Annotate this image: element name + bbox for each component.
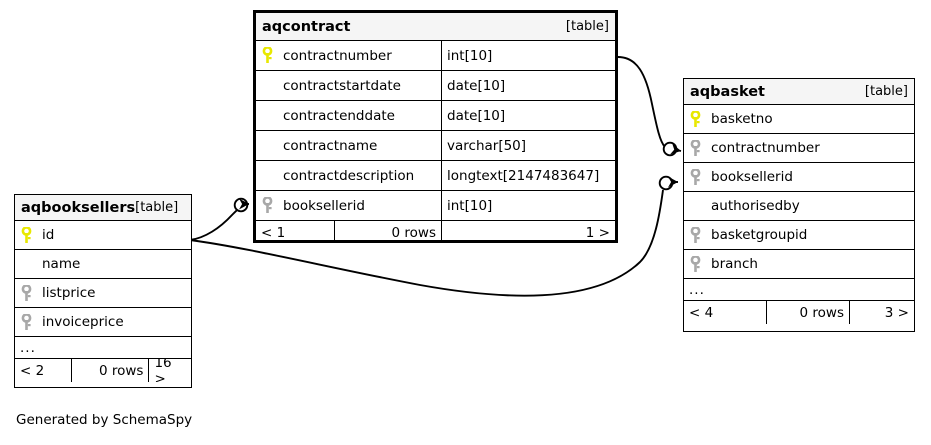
table-name-aqcontract: aqcontract — [262, 18, 351, 35]
column-name-cell: basketno — [684, 105, 914, 133]
footer-outgoing-count[interactable]: 3 > — [849, 301, 914, 324]
table-tag-aqbooksellers: [table] — [135, 200, 179, 215]
column-label: id — [42, 227, 55, 243]
column-label: contractdescription — [283, 167, 415, 184]
column-label: contractenddate — [283, 107, 395, 124]
indexed-key-icon — [690, 255, 709, 273]
column-name-cell: booksellerid — [684, 163, 914, 191]
column-label: invoiceprice — [42, 314, 124, 330]
column-label: basketno — [711, 111, 773, 127]
column-type: varchar[50] — [441, 131, 615, 160]
column-row-aqcontract-booksellerid[interactable]: booksellerid int[10] — [256, 191, 615, 221]
column-row-aqcontract-contractdescription[interactable]: contractdescription longtext[2147483647] — [256, 161, 615, 191]
column-row-aqbooksellers-id[interactable]: id — [15, 221, 191, 250]
column-row-aqbasket-basketno[interactable]: basketno — [684, 105, 914, 134]
table-tag-aqbasket: [table] — [864, 84, 908, 99]
column-type: int[10] — [441, 41, 615, 70]
table-name-aqbasket: aqbasket — [690, 83, 765, 100]
table-tag-aqcontract: [table] — [565, 19, 609, 34]
table-footer-aqcontract: < 1 0 rows 1 > — [256, 221, 615, 241]
column-name-cell: contractnumber — [684, 134, 914, 162]
footer-row-count: 0 rows — [766, 301, 849, 324]
column-label: name — [42, 256, 81, 272]
column-name-cell: name — [15, 250, 191, 278]
column-name-cell: listprice — [15, 279, 191, 307]
primary-key-icon — [262, 47, 281, 64]
footer-row-count: 0 rows — [71, 359, 148, 382]
column-label: basketgroupid — [711, 227, 808, 243]
table-aqbasket[interactable]: aqbasket [table] basketno — [683, 78, 915, 332]
column-name-cell: invoiceprice — [15, 308, 191, 336]
footer-outgoing-count[interactable]: 1 > — [441, 221, 615, 240]
column-name-cell: contractstartdate — [256, 71, 441, 100]
footer-incoming-count[interactable]: < 2 — [20, 362, 45, 379]
table-aqbooksellers[interactable]: aqbooksellers [table] id name — [14, 194, 192, 388]
table-header-aqbooksellers: aqbooksellers [table] — [15, 195, 191, 221]
column-row-aqcontract-contractstartdate[interactable]: contractstartdate date[10] — [256, 71, 615, 101]
column-name-cell: booksellerid — [256, 191, 441, 220]
indexed-key-icon — [262, 197, 281, 214]
column-name-cell: id — [15, 221, 191, 249]
column-row-aqcontract-contractnumber[interactable]: contractnumber int[10] — [256, 41, 615, 71]
footer-incoming-count[interactable]: < 4 — [689, 304, 714, 321]
indexed-key-icon — [21, 284, 40, 302]
column-label: branch — [711, 256, 758, 272]
column-row-aqbooksellers-name[interactable]: name — [15, 250, 191, 279]
primary-key-icon — [690, 110, 709, 128]
column-label: booksellerid — [283, 197, 365, 214]
column-row-aqbooksellers-listprice[interactable]: listprice — [15, 279, 191, 308]
table-header-aqcontract: aqcontract [table] — [256, 13, 615, 41]
column-name-cell: contractenddate — [256, 101, 441, 130]
column-label: listprice — [42, 285, 96, 301]
table-footer-aqbooksellers: < 2 0 rows 16 > — [15, 359, 191, 382]
column-row-aqbasket-branch[interactable]: branch — [684, 250, 914, 279]
column-name-cell: contractnumber — [256, 41, 441, 70]
column-label: contractnumber — [283, 47, 392, 64]
column-name-cell: branch — [684, 250, 914, 278]
column-type: int[10] — [441, 191, 615, 220]
column-name-cell: authorisedby — [684, 192, 914, 220]
column-label: booksellerid — [711, 169, 793, 185]
indexed-key-icon — [690, 139, 709, 157]
column-row-aqbasket-authorisedby[interactable]: authorisedby — [684, 192, 914, 221]
edge-aqbooksellers-id-to-aqcontract-booksellerid — [189, 197, 249, 241]
column-row-aqbasket-booksellerid[interactable]: booksellerid — [684, 163, 914, 192]
column-type: date[10] — [441, 101, 615, 130]
column-label: contractstartdate — [283, 77, 401, 94]
primary-key-icon — [21, 226, 40, 244]
generated-by-note: Generated by SchemaSpy — [16, 412, 193, 428]
more-columns-indicator: ... — [684, 279, 914, 301]
column-name-cell: contractdescription — [256, 161, 441, 190]
column-row-aqbasket-basketgroupid[interactable]: basketgroupid — [684, 221, 914, 250]
footer-outgoing-count[interactable]: 16 > — [148, 359, 191, 382]
indexed-key-icon — [690, 226, 709, 244]
column-type: longtext[2147483647] — [441, 161, 615, 190]
table-header-aqbasket: aqbasket [table] — [684, 79, 914, 105]
footer-incoming-count[interactable]: < 1 — [261, 224, 286, 241]
column-row-aqcontract-contractenddate[interactable]: contractenddate date[10] — [256, 101, 615, 131]
column-label: contractnumber — [711, 140, 820, 156]
column-row-aqbooksellers-invoiceprice[interactable]: invoiceprice — [15, 308, 191, 337]
indexed-key-icon — [21, 313, 40, 331]
column-row-aqcontract-contractname[interactable]: contractname varchar[50] — [256, 131, 615, 161]
indexed-key-icon — [690, 168, 709, 186]
table-footer-aqbasket: < 4 0 rows 3 > — [684, 301, 914, 324]
column-row-aqbasket-contractnumber[interactable]: contractnumber — [684, 134, 914, 163]
table-name-aqbooksellers: aqbooksellers — [21, 199, 136, 216]
column-name-cell: basketgroupid — [684, 221, 914, 249]
more-columns-indicator: ... — [15, 337, 191, 359]
edge-aqcontract-contractnumber-to-aqbasket — [617, 56, 682, 157]
table-aqcontract[interactable]: aqcontract [table] contractnumber int[10… — [253, 10, 618, 243]
footer-row-count: 0 rows — [334, 221, 441, 240]
column-name-cell: contractname — [256, 131, 441, 160]
column-type: date[10] — [441, 71, 615, 100]
column-label: contractname — [283, 137, 378, 154]
column-label: authorisedby — [711, 198, 800, 214]
